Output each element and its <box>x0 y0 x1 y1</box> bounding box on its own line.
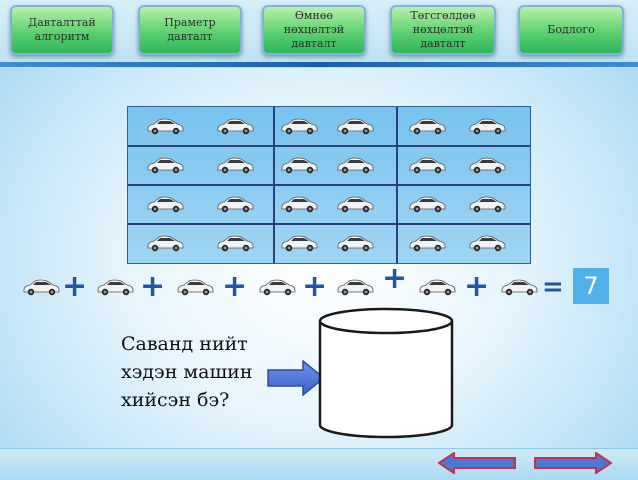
car-icon <box>146 156 184 174</box>
plus-sign: + <box>222 269 248 304</box>
car-icon <box>216 156 254 174</box>
car-icon <box>280 156 318 174</box>
car-icon <box>468 156 506 174</box>
car-icon <box>146 234 184 252</box>
car-icon <box>216 117 254 135</box>
car-icon <box>336 195 374 213</box>
prev-arrow-icon[interactable] <box>438 452 516 474</box>
car-icon <box>280 117 318 135</box>
car-icon <box>500 278 538 296</box>
car-icon <box>336 278 374 296</box>
nav-button-postcondition-loop[interactable]: Төгсгөлдөө нөхцөлтэй давталт <box>390 5 496 55</box>
car-icon <box>146 117 184 135</box>
top-divider <box>0 62 638 67</box>
plus-sign: + <box>62 269 88 304</box>
car-icon <box>146 195 184 213</box>
car-icon <box>336 117 374 135</box>
question-text: Саванд нийт хэдэн машин хийсэн бэ? <box>121 333 253 411</box>
pointer-arrow-icon <box>267 360 325 396</box>
car-icon <box>468 234 506 252</box>
car-icon <box>408 234 446 252</box>
grid-line <box>128 223 530 225</box>
plus-sign: + <box>382 261 408 296</box>
nav-button-parameter-loop[interactable]: Праметр давталт <box>138 5 242 55</box>
car-icon <box>408 156 446 174</box>
nav-button-precondition-loop[interactable]: Өмнөө нөхцөлтэй давталт <box>262 5 366 55</box>
next-arrow-icon[interactable] <box>534 452 612 474</box>
container-cylinder <box>318 307 454 439</box>
car-grid <box>127 106 531 264</box>
car-icon <box>258 278 296 296</box>
car-icon <box>176 278 214 296</box>
nav-button-problem[interactable]: Бодлого <box>518 5 624 55</box>
car-icon <box>280 234 318 252</box>
car-icon <box>336 234 374 252</box>
plus-sign: + <box>302 269 328 304</box>
grid-line <box>396 107 398 263</box>
car-icon <box>280 195 318 213</box>
car-icon <box>418 278 456 296</box>
car-icon <box>468 195 506 213</box>
grid-line <box>128 184 530 186</box>
nav-button-loop-algorithm[interactable]: Давталттай алгоритм <box>10 5 114 55</box>
answer-box: 7 <box>573 268 609 304</box>
car-icon <box>216 195 254 213</box>
plus-sign: + <box>464 269 490 304</box>
car-icon <box>336 156 374 174</box>
car-icon <box>22 278 60 296</box>
equals-sign: = <box>542 272 564 302</box>
car-icon <box>96 278 134 296</box>
car-icon <box>408 195 446 213</box>
car-icon <box>408 117 446 135</box>
plus-sign: + <box>140 269 166 304</box>
grid-line <box>128 145 530 147</box>
grid-line <box>273 107 275 263</box>
bottom-bar <box>0 448 638 480</box>
car-icon <box>216 234 254 252</box>
car-icon <box>468 117 506 135</box>
equation-row: + + + + + + = <box>0 264 638 308</box>
